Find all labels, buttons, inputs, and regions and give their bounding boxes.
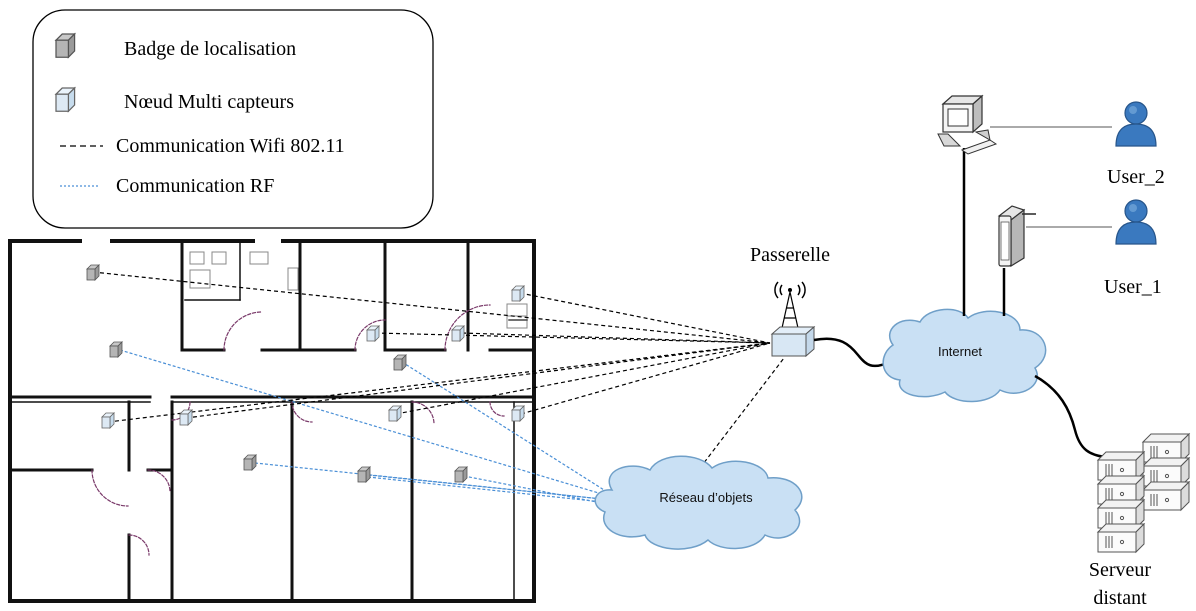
- user1-label: User_1: [1104, 276, 1162, 298]
- rf-links: [119, 349, 613, 506]
- badge-devices: [86, 264, 468, 483]
- legend-badge-label: Badge de localisation: [124, 38, 296, 60]
- internet-label: Internet: [938, 344, 982, 359]
- user2-label: User_2: [1107, 166, 1165, 188]
- badge-cube-icon: [55, 33, 76, 58]
- internet-server-link: [1034, 374, 1106, 459]
- cloud-icon: [882, 308, 1047, 403]
- badge-cube-icon: [243, 454, 257, 471]
- legend-box: Badge de localisation Nœud Multi capteur…: [32, 9, 434, 229]
- sensor-node-cube-icon: [451, 325, 465, 342]
- floor-plan: [8, 238, 536, 603]
- sensor-nodes: [101, 285, 525, 429]
- wifi-links: [92, 271, 785, 469]
- legend-wifi-label: Communication Wifi 802.11: [116, 135, 345, 157]
- sensor-node-cube-icon: [179, 409, 193, 426]
- legend-rf-label: Communication RF: [116, 175, 274, 197]
- tablet-icon: [997, 205, 1036, 268]
- door-arcs: [91, 304, 505, 556]
- internet-cloud: Internet: [882, 308, 1047, 403]
- wireless-gateway-icon: [770, 281, 816, 358]
- user2: User_2: [1107, 101, 1165, 188]
- desktop-computer-icon: [937, 94, 998, 155]
- server-label-line2: distant: [1093, 587, 1147, 609]
- badge-cube-icon: [86, 264, 100, 281]
- sensor-node-cube-icon: [511, 285, 525, 302]
- user-icon: [1115, 199, 1157, 245]
- gateway-internet-link: [813, 337, 891, 368]
- sensor-node-cube-icon: [366, 325, 380, 342]
- legend-node-label: Nœud Multi capteurs: [124, 91, 294, 113]
- object-network-label: Réseau d’objets: [659, 490, 753, 505]
- object-network-cloud: Réseau d’objets: [594, 455, 803, 550]
- server-rack-icon: [1097, 433, 1190, 553]
- server-label-line1: Serveur: [1089, 559, 1152, 581]
- gateway-label: Passerelle: [750, 244, 830, 266]
- cloud-icon: [594, 455, 803, 550]
- user-icon: [1115, 101, 1157, 147]
- sensor-node-cube-icon: [101, 412, 115, 429]
- badge-cube-icon: [454, 466, 468, 483]
- sensor-node-cube-icon: [511, 405, 525, 422]
- badge-cube-icon: [393, 354, 407, 371]
- badge-cube-icon: [109, 341, 123, 358]
- sensor-node-cube-icon: [388, 405, 402, 422]
- gateway: Passerelle: [750, 244, 830, 358]
- user1: User_1: [1104, 199, 1162, 298]
- sensor-node-cube-icon: [55, 87, 76, 112]
- badge-cube-icon: [357, 466, 371, 483]
